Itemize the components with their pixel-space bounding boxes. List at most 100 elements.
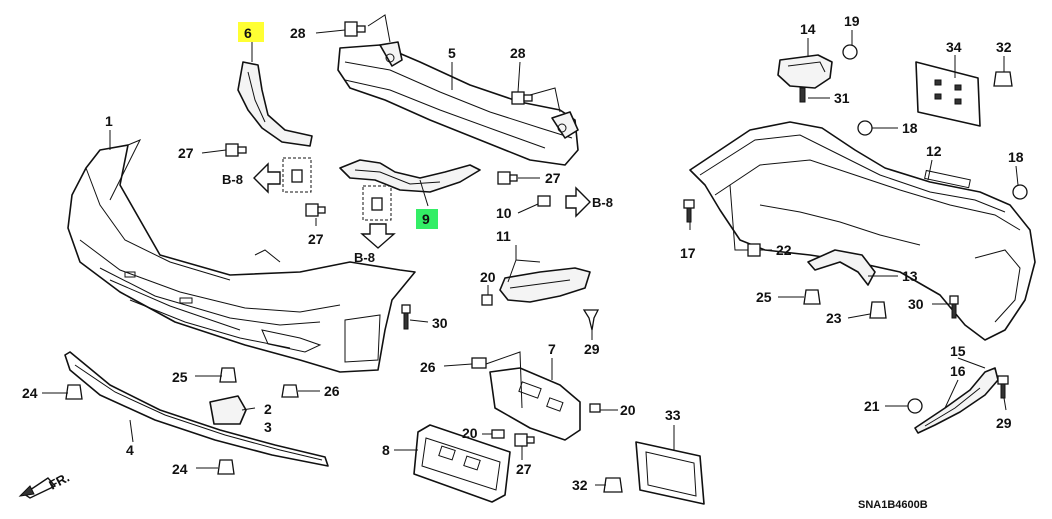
label-4: 4: [126, 442, 134, 458]
nut-19: [842, 44, 858, 60]
front-bumper-beam: [337, 41, 579, 166]
label-12: 12: [926, 143, 942, 159]
screw-30-a: [401, 304, 411, 330]
label-5: 5: [448, 45, 456, 61]
label-27-c: 27: [545, 170, 561, 186]
label-22: 22: [776, 242, 792, 258]
clip-26-b: [281, 384, 299, 398]
label-16: 16: [950, 363, 966, 379]
label-34: 34: [946, 39, 962, 55]
label-18-a: 18: [902, 120, 918, 136]
label-30-b: 30: [908, 296, 924, 312]
clip-20-c: [491, 429, 505, 439]
bolt-28-right: [511, 91, 533, 105]
label-25-a: 25: [172, 369, 188, 385]
label-28-top: 28: [290, 25, 306, 41]
ref-b8-left: B-8: [222, 172, 243, 187]
label-29-a: 29: [584, 341, 600, 357]
reference-arrows: [253, 162, 591, 249]
bolt-10: [537, 195, 551, 207]
front-lower-spoiler: [64, 351, 329, 467]
clip-20-a: [481, 294, 493, 306]
label-9: 9: [422, 211, 430, 227]
label-27-d: 27: [516, 461, 532, 477]
clip-32-b: [603, 477, 623, 493]
front-bumper-spacer-bracket: [499, 267, 591, 303]
label-27-b: 27: [308, 231, 324, 247]
screw-17: [683, 199, 695, 223]
clip-20-b: [589, 403, 601, 413]
highlight-part-6: [238, 22, 264, 42]
label-10: 10: [496, 205, 512, 221]
nut-18-b: [1012, 184, 1028, 200]
rear-license-plate-bracket: [915, 61, 981, 127]
label-26-b: 26: [324, 383, 340, 399]
label-18-b: 18: [1008, 149, 1024, 165]
clip-25-b: [803, 289, 821, 305]
label-14: 14: [800, 21, 816, 37]
nut-21: [907, 398, 923, 414]
nut-18-a: [857, 120, 873, 136]
label-32-a: 32: [996, 39, 1012, 55]
bolt-28-top: [344, 21, 366, 37]
label-28-right: 28: [510, 45, 526, 61]
label-23: 23: [826, 310, 842, 326]
leader-lines: [42, 14, 1019, 486]
bolt-27-a: [225, 143, 247, 157]
front-bumper-cover: [67, 139, 416, 373]
label-7: 7: [548, 341, 556, 357]
label-17: 17: [680, 245, 696, 261]
label-33: 33: [665, 407, 681, 423]
fasteners: [65, 21, 1028, 493]
label-20-b: 20: [620, 402, 636, 418]
label-20-a: 20: [480, 269, 496, 285]
clip-23: [869, 301, 887, 319]
label-6: 6: [244, 25, 252, 41]
label-15: 15: [950, 343, 966, 359]
clip-24-a: [65, 384, 83, 400]
label-32-b: 32: [572, 477, 588, 493]
label-1: 1: [105, 113, 113, 129]
ref-b8-bottom: B-8: [354, 250, 375, 265]
front-bumper-side-bracket-right: [339, 159, 481, 193]
rear-bumper-cover: [689, 121, 1036, 341]
screw-31: [799, 87, 806, 103]
label-24-b: 24: [172, 461, 188, 477]
front-label: FR.: [46, 470, 72, 493]
label-29-b: 29: [996, 415, 1012, 431]
label-31: 31: [834, 90, 850, 106]
front-direction-arrow: [18, 477, 57, 499]
label-26-a: 26: [420, 359, 436, 375]
clip-32-a: [993, 71, 1013, 87]
ref-b8-right: B-8: [592, 195, 613, 210]
screw-29-a: [582, 309, 600, 331]
clip-25-a: [219, 367, 237, 383]
rear-bumper-upper-bracket: [777, 54, 833, 89]
license-plate-base: [489, 367, 581, 441]
bolt-27-b: [305, 203, 326, 217]
part-labels: 28 5 28 6 1 27 B-8 27 B-8 9 27 B-8 10 11…: [22, 13, 1024, 511]
label-20-c: 20: [462, 425, 478, 441]
label-30-a: 30: [432, 315, 448, 331]
label-2: 2: [264, 401, 272, 417]
clip-26-a: [471, 357, 487, 369]
bolt-27-c: [497, 171, 518, 185]
label-27-a: 27: [178, 145, 194, 161]
front-bumper-side-bracket-left: [237, 61, 313, 147]
rear-bumper-side-spacer: [807, 249, 876, 286]
label-25-b: 25: [756, 289, 772, 305]
screw-29-b: [997, 375, 1009, 399]
diagram-code: SNA1B4600B: [858, 499, 928, 511]
bolt-27-d: [514, 433, 535, 447]
license-plate-frame: [413, 424, 511, 503]
clip-24-b: [217, 459, 235, 475]
label-21: 21: [864, 398, 880, 414]
rear-license-plate-base: [635, 441, 705, 505]
label-11: 11: [496, 228, 511, 244]
label-8: 8: [382, 442, 390, 458]
screw-30-b: [949, 295, 959, 319]
clip-22: [747, 243, 761, 257]
label-19: 19: [844, 13, 860, 29]
